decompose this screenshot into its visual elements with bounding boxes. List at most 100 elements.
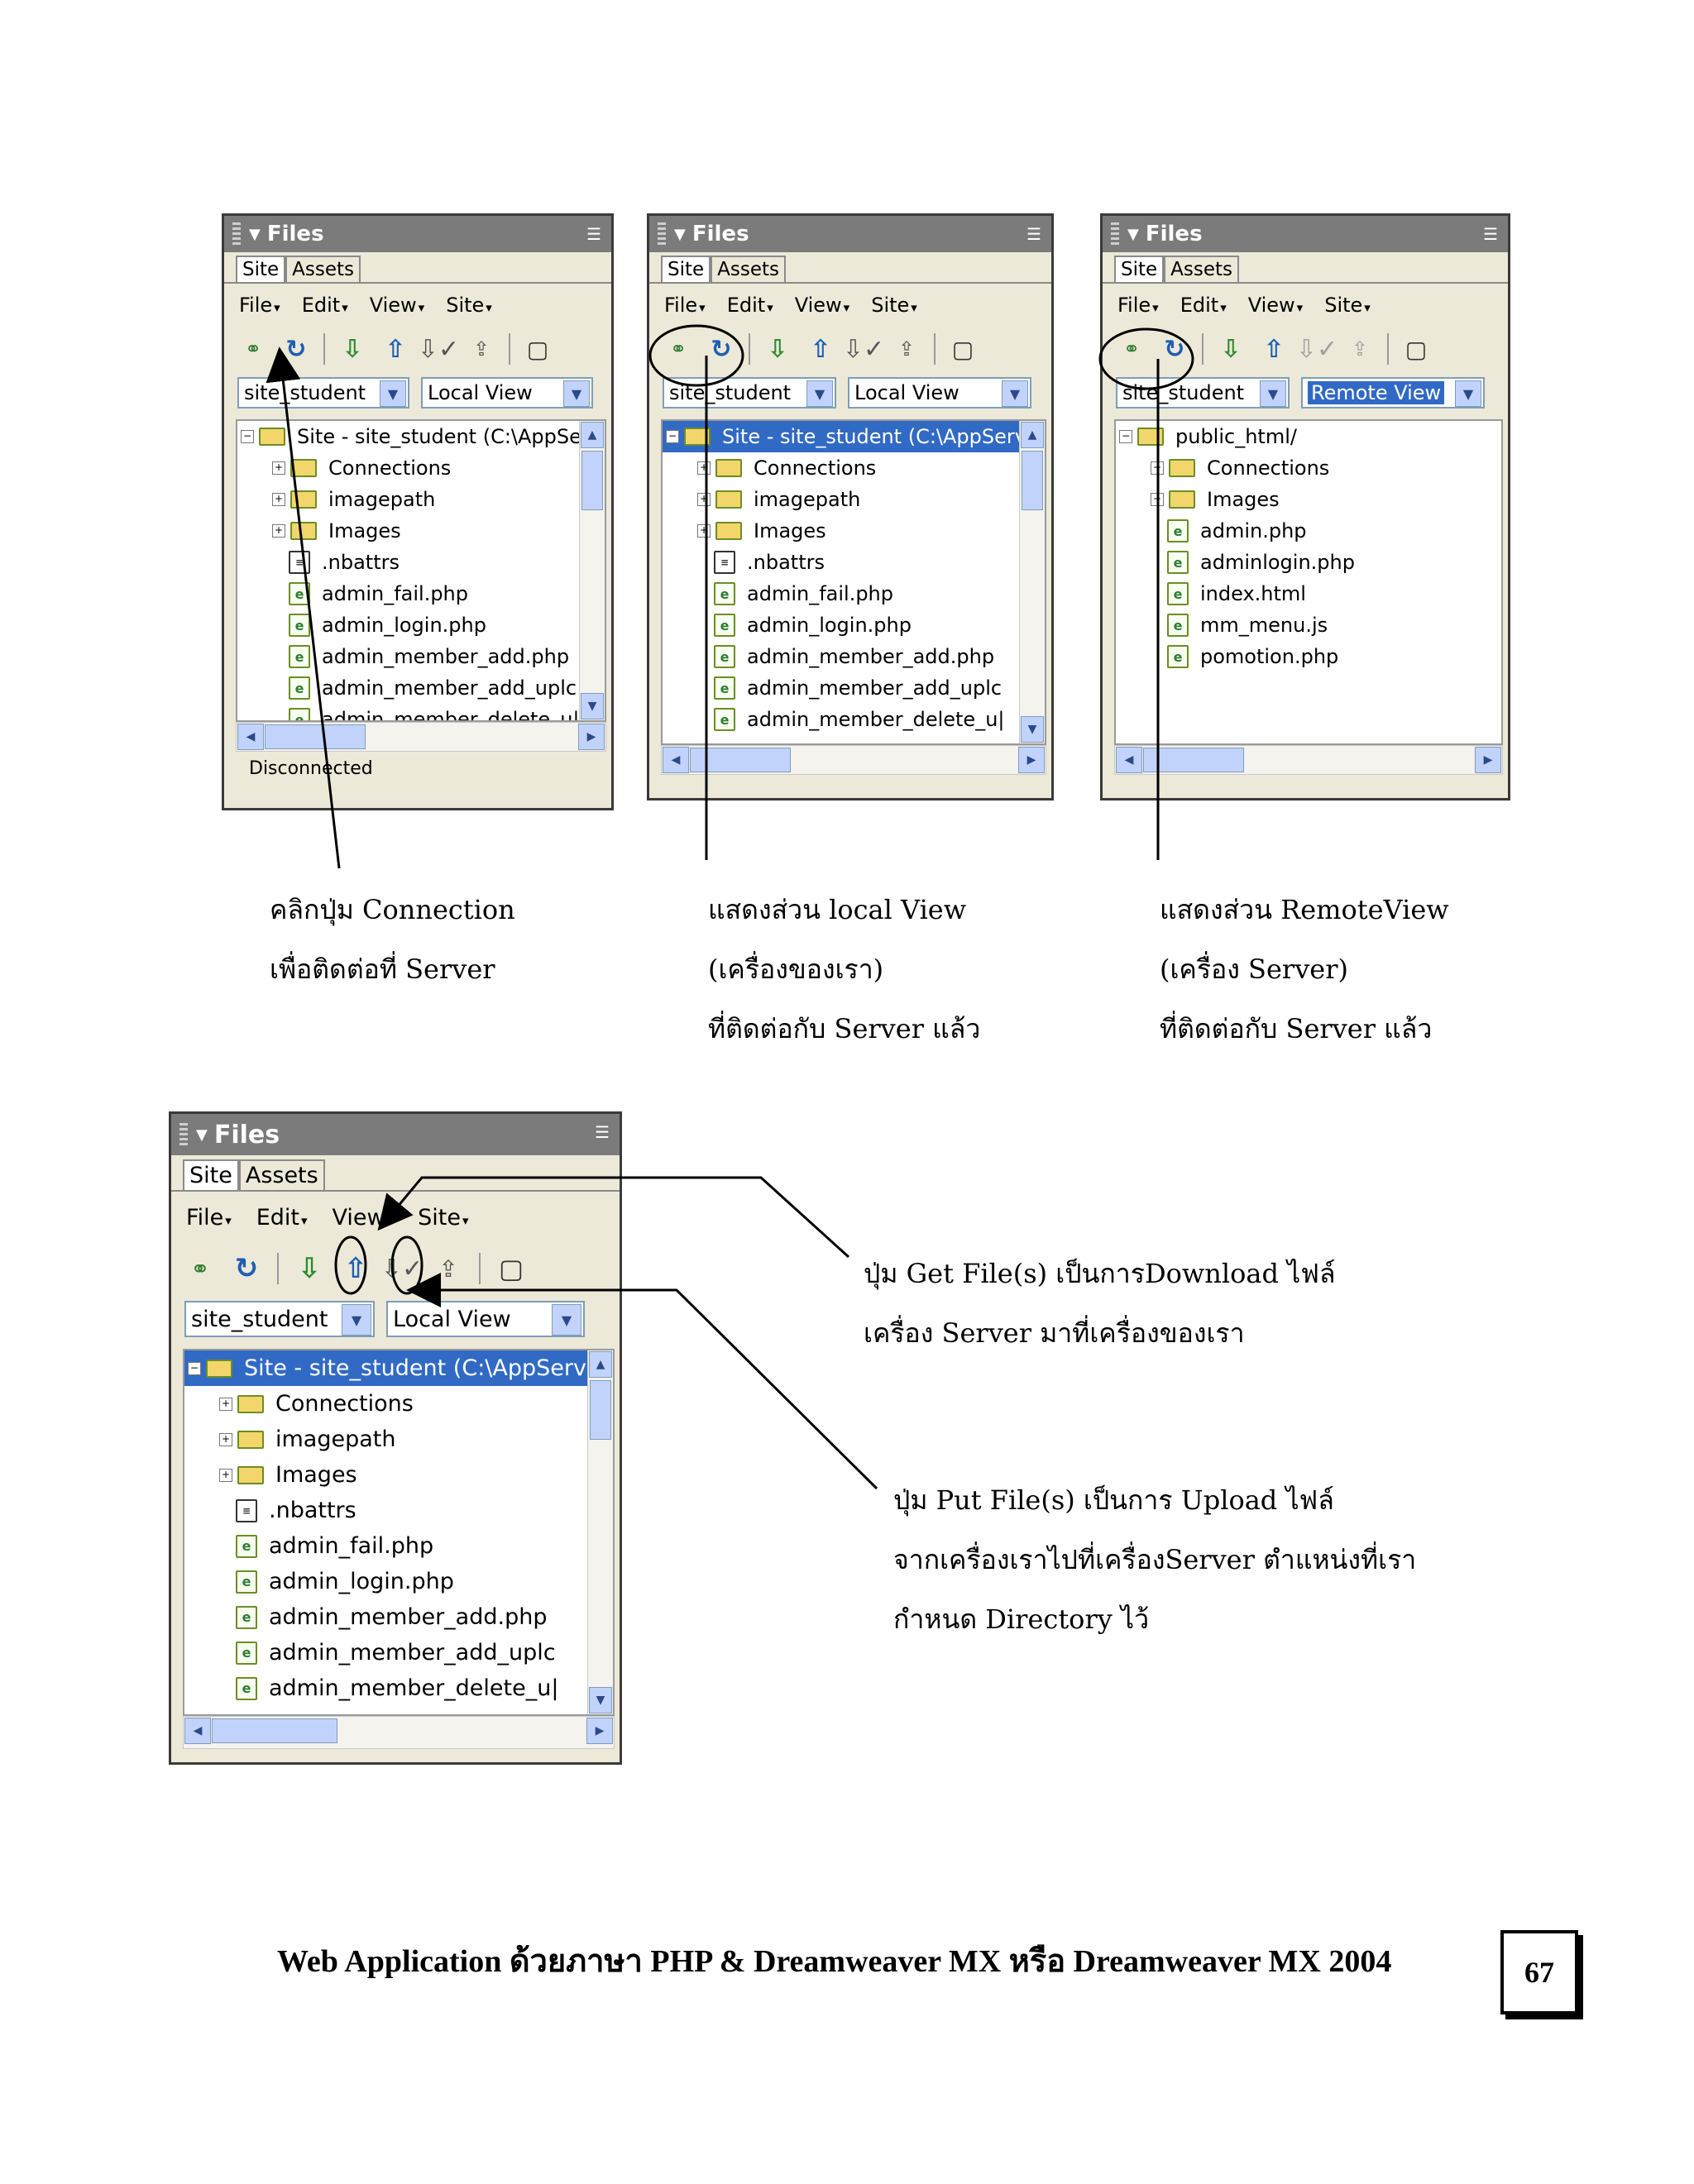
chevron-down-icon[interactable]: ▼ [1002, 380, 1028, 407]
scroll-right-icon[interactable]: ▶ [586, 1718, 613, 1744]
collapse-toggle[interactable]: − [1119, 430, 1132, 443]
grip-handle[interactable] [179, 1123, 188, 1146]
scroll-left-icon[interactable]: ◀ [1116, 747, 1142, 773]
tab-site[interactable]: Site [661, 256, 711, 282]
view-select[interactable]: Local View ▼ [848, 377, 1031, 409]
scroll-thumb[interactable] [212, 1718, 337, 1743]
connect-icon[interactable]: ⚭ [244, 337, 262, 361]
options-menu-icon[interactable]: ☰ [586, 224, 601, 244]
site-select[interactable]: site_student ▼ [184, 1301, 375, 1337]
vertical-scrollbar[interactable]: ▲ ▼ [1019, 421, 1045, 743]
menu-view[interactable]: View [795, 294, 849, 317]
tree-item[interactable]: +Images [1116, 484, 1501, 515]
tab-assets[interactable]: Assets [238, 1159, 325, 1190]
expand-toggle[interactable]: + [219, 1397, 232, 1411]
expand-toggle[interactable]: + [272, 493, 285, 506]
menu-site[interactable]: Site [418, 1205, 468, 1231]
scroll-up-icon[interactable]: ▲ [1021, 422, 1044, 448]
check-out-icon[interactable]: ⇩✓ [1295, 334, 1338, 364]
horizontal-scrollbar[interactable]: ◀ ▶ [661, 745, 1046, 775]
options-menu-icon[interactable]: ☰ [595, 1122, 610, 1142]
site-select[interactable]: site_student ▼ [237, 377, 409, 409]
scroll-thumb[interactable] [1143, 748, 1244, 772]
check-out-icon[interactable]: ⇩✓ [842, 334, 885, 364]
scroll-thumb[interactable] [590, 1380, 611, 1440]
tree-item[interactable]: +imagepath [663, 484, 1045, 515]
get-file-icon[interactable]: ⇩ [767, 334, 788, 364]
expand-icon[interactable]: ▢ [526, 335, 549, 363]
collapse-icon[interactable]: ▼ [1127, 225, 1139, 243]
vertical-scrollbar[interactable]: ▲ ▼ [579, 421, 605, 720]
grip-handle[interactable] [232, 222, 241, 246]
menu-site[interactable]: Site [871, 294, 917, 317]
tree-item[interactable]: ≡.nbattrs [663, 547, 1045, 578]
menu-file[interactable]: File [239, 294, 280, 317]
check-in-icon[interactable]: ⇪ [472, 337, 490, 361]
chevron-down-icon[interactable]: ▼ [806, 380, 833, 407]
grip-handle[interactable] [1111, 222, 1119, 246]
menu-edit[interactable]: Edit [727, 294, 773, 317]
tree-root[interactable]: − Site - site_student (C:\AppServ [184, 1350, 613, 1386]
view-select[interactable]: Remote View ▼ [1301, 377, 1485, 409]
tree-root[interactable]: − Site - site_student (C:\AppServ [237, 421, 605, 452]
chevron-down-icon[interactable]: ▼ [380, 380, 406, 407]
horizontal-scrollbar[interactable]: ◀ ▶ [236, 722, 606, 752]
vertical-scrollbar[interactable]: ▲ ▼ [587, 1350, 613, 1714]
horizontal-scrollbar[interactable]: ◀ ▶ [1114, 745, 1503, 775]
scroll-up-icon[interactable]: ▲ [581, 422, 604, 448]
collapse-icon[interactable]: ▼ [674, 225, 686, 243]
scroll-right-icon[interactable]: ▶ [1475, 747, 1501, 773]
tree-item[interactable]: ≡.nbattrs [184, 1493, 613, 1528]
put-file-icon[interactable]: ⇧ [385, 334, 406, 364]
tab-assets[interactable]: Assets [285, 256, 361, 282]
options-menu-icon[interactable]: ☰ [1483, 224, 1498, 244]
collapse-toggle[interactable]: − [666, 430, 679, 443]
menu-edit[interactable]: Edit [302, 294, 348, 317]
site-select[interactable]: site_student ▼ [1116, 377, 1290, 409]
collapse-icon[interactable]: ▼ [196, 1125, 208, 1144]
scroll-left-icon[interactable]: ◀ [237, 724, 264, 750]
view-select[interactable]: Local View ▼ [421, 377, 593, 409]
chevron-down-icon[interactable]: ▼ [1455, 380, 1481, 407]
scroll-down-icon[interactable]: ▼ [1021, 716, 1044, 743]
tab-site[interactable]: Site [183, 1159, 239, 1190]
expand-toggle[interactable]: + [272, 524, 285, 538]
tab-site[interactable]: Site [236, 256, 286, 282]
collapse-icon[interactable]: ▼ [249, 225, 261, 243]
get-file-icon[interactable]: ⇩ [297, 1252, 322, 1285]
refresh-icon[interactable]: ↻ [711, 334, 732, 364]
connect-icon[interactable]: ⚭ [669, 337, 687, 361]
put-file-icon[interactable]: ⇧ [1263, 334, 1285, 364]
chevron-down-icon[interactable]: ▼ [552, 1304, 581, 1336]
tree-item[interactable]: +imagepath [184, 1422, 613, 1457]
tree-root[interactable]: − Site - site_student (C:\AppServ [663, 421, 1045, 452]
check-in-icon[interactable]: ⇪ [897, 337, 916, 361]
site-select[interactable]: site_student ▼ [663, 377, 836, 409]
scroll-down-icon[interactable]: ▼ [581, 693, 604, 719]
expand-toggle[interactable]: + [272, 461, 285, 475]
scroll-right-icon[interactable]: ▶ [578, 724, 605, 750]
tree-item[interactable]: +Connections [1116, 452, 1501, 484]
scroll-thumb[interactable] [1022, 451, 1043, 510]
tree-item[interactable]: +Connections [184, 1386, 613, 1422]
menu-file[interactable]: File [664, 294, 706, 317]
refresh-icon[interactable]: ↻ [234, 1252, 259, 1285]
scroll-thumb[interactable] [581, 451, 603, 510]
chevron-down-icon[interactable]: ▼ [342, 1304, 371, 1336]
tree-item[interactable]: +Images [237, 515, 605, 547]
tab-assets[interactable]: Assets [1164, 256, 1240, 282]
connect-icon[interactable]: ⚭ [190, 1254, 210, 1283]
scroll-right-icon[interactable]: ▶ [1018, 747, 1045, 773]
get-file-icon[interactable]: ⇩ [342, 334, 363, 364]
expand-icon[interactable]: ▢ [1404, 335, 1428, 363]
